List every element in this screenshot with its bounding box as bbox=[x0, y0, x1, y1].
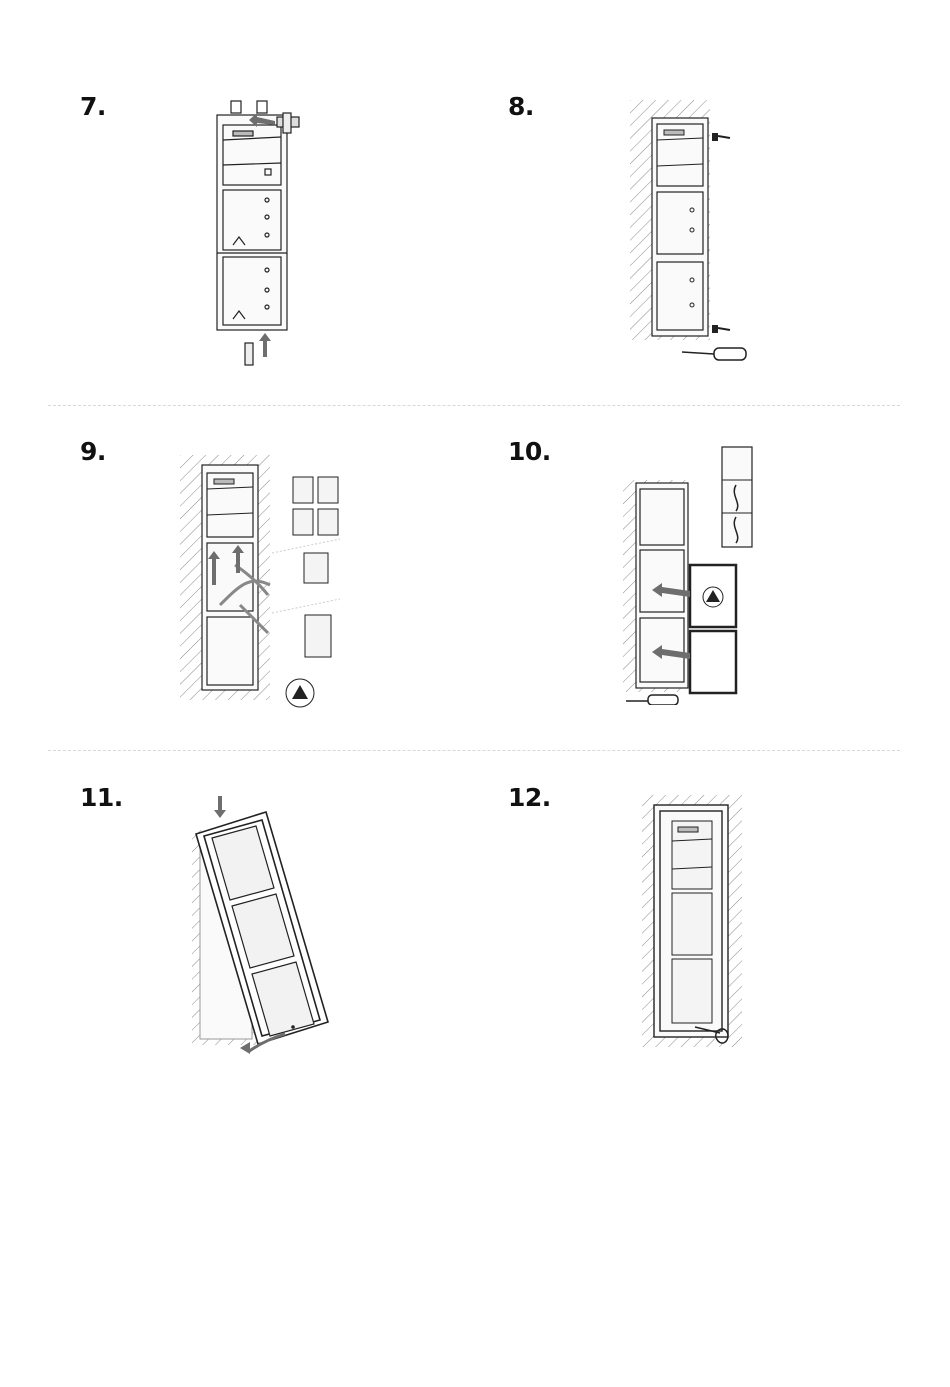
step-7-number: 7. bbox=[80, 92, 106, 121]
step-8-illustration bbox=[630, 100, 750, 362]
step-9-illustration bbox=[180, 455, 355, 710]
section-divider bbox=[48, 405, 900, 406]
step-8-number: 8. bbox=[508, 92, 534, 121]
section-divider bbox=[48, 750, 900, 751]
step-11-illustration bbox=[190, 790, 330, 1055]
step-11-number: 11. bbox=[80, 783, 123, 812]
step-12-number: 12. bbox=[508, 783, 551, 812]
step-12-illustration bbox=[640, 795, 745, 1055]
step-10-number: 10. bbox=[508, 437, 551, 466]
step-10-illustration bbox=[618, 445, 768, 705]
step-9-number: 9. bbox=[80, 437, 106, 466]
step-7-illustration bbox=[205, 95, 315, 370]
